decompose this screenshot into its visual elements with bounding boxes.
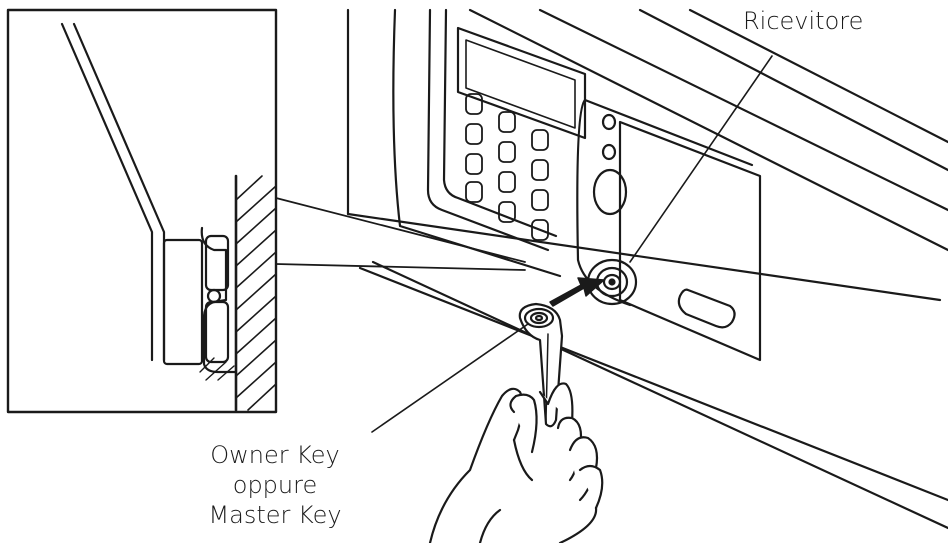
keypad-key xyxy=(465,93,483,115)
bolt-pin xyxy=(206,288,222,304)
panel-plate xyxy=(618,120,762,362)
receiver-leader-line xyxy=(629,55,773,263)
safe-bottom-edge xyxy=(371,260,948,530)
keypad-key xyxy=(531,219,549,241)
large-button xyxy=(592,168,628,216)
lock-housing xyxy=(162,238,204,366)
keypad-key xyxy=(498,141,516,163)
safe-lid-edge-4 xyxy=(688,8,948,144)
keypad xyxy=(465,93,549,241)
bolt-upper xyxy=(204,234,230,292)
door-edge-outer xyxy=(60,22,154,362)
keypad-key xyxy=(531,129,549,151)
keypad-key xyxy=(498,111,516,133)
inset-detail-panel xyxy=(6,8,278,414)
key-label-line-1: Owner Key xyxy=(210,441,340,469)
keypad-key xyxy=(465,123,483,145)
handle-slot xyxy=(677,288,736,329)
panel-bezel-outer xyxy=(426,8,550,252)
bolt-lower xyxy=(204,300,230,364)
keypad-key xyxy=(465,181,483,203)
panel-bezel-inner xyxy=(442,8,558,238)
safe-door xyxy=(392,8,762,362)
safe-lid-edge-3 xyxy=(638,8,948,172)
door-outline xyxy=(392,8,562,278)
keypad-key xyxy=(498,171,516,193)
lcd-display xyxy=(456,26,587,140)
key-label-line-3: Master Key xyxy=(208,501,342,529)
door-edge-inner xyxy=(72,22,166,362)
inset-frame xyxy=(6,8,278,414)
keypad-key xyxy=(531,189,549,211)
key-label-line-2: oppure xyxy=(232,471,318,499)
leader-lines xyxy=(371,55,773,433)
safe-body xyxy=(346,8,948,530)
safe-top-front-edge xyxy=(346,212,942,302)
receiver-label: Ricevitore xyxy=(743,7,864,35)
keypad-key xyxy=(498,201,516,223)
safe-lid-edge-1 xyxy=(468,8,948,252)
wall-hatching xyxy=(235,175,277,411)
lock-hatching xyxy=(199,357,235,381)
hand-holding-key xyxy=(428,382,604,543)
led-indicator-bottom xyxy=(601,143,617,161)
safe-lower-edge xyxy=(358,266,948,502)
panel-plate-top xyxy=(583,98,754,167)
insert-direction-arrow xyxy=(549,277,605,307)
keypad-key xyxy=(465,153,483,175)
led-indicator-top xyxy=(601,113,617,131)
safe-lid-edge-2 xyxy=(538,8,948,212)
lcd-display-window xyxy=(465,39,576,129)
key-leader-line xyxy=(371,323,529,433)
keypad-key xyxy=(531,159,549,181)
key-label: Owner Key oppure Master Key xyxy=(180,440,370,530)
